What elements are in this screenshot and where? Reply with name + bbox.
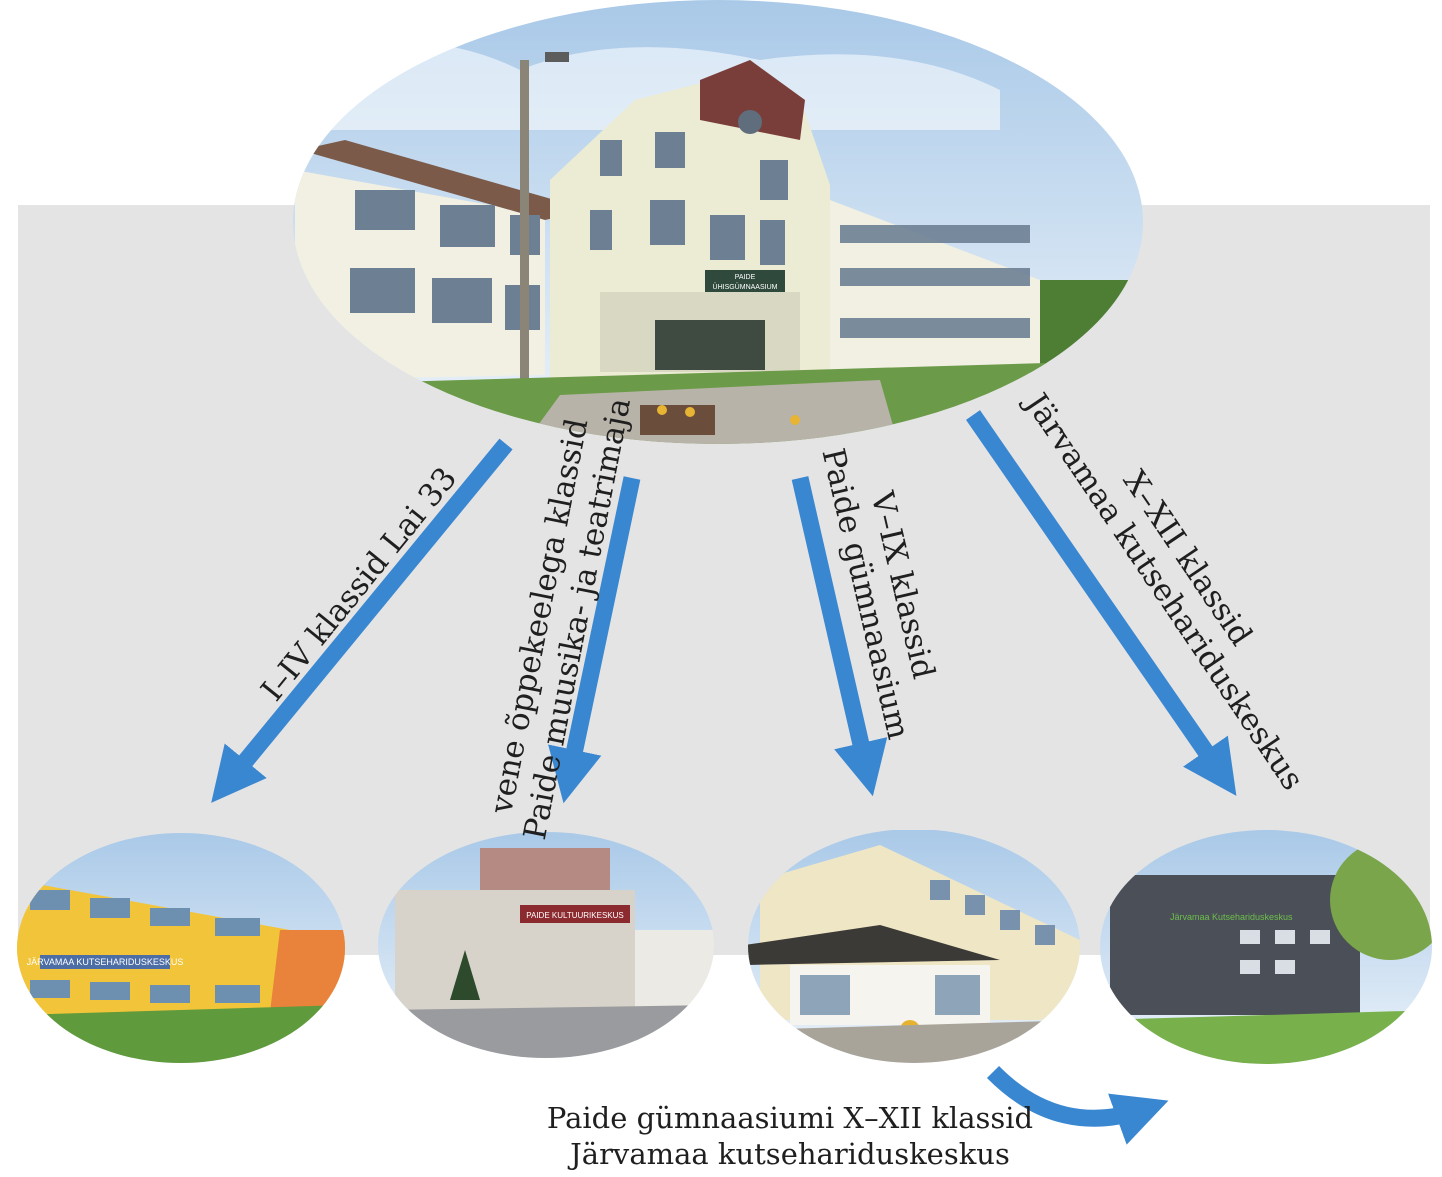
branch-photo-lai33: JÄRVAMAA KUTSEHARIDUSKESKUS [17, 833, 345, 1063]
photo-sign-lai33: JÄRVAMAA KUTSEHARIDUSKESKUS [27, 957, 184, 967]
branch-photo-gymnaasium [748, 830, 1080, 1063]
building-sign-line2: ÜHISGÜMNAASIUM [713, 283, 778, 291]
bottom-caption: Paide gümnaasiumi X–XII klassid Järvamaa… [500, 1100, 1080, 1172]
bottom-caption-line2: Järvamaa kutsehariduskeskus [570, 1137, 1010, 1171]
main-school-photo: PAIDE ÜHISGÜMNAASIUM [293, 0, 1143, 444]
photo-sign-kutsekeskus: Järvamaa Kutsehariduskeskus [1170, 912, 1293, 922]
bottom-caption-line1: Paide gümnaasiumi X–XII klassid [546, 1101, 1034, 1135]
photo-sign-teatrimaja: PAIDE KULTUURIKESKUS [526, 911, 624, 920]
branch-photo-kutsekeskus: Järvamaa Kutsehariduskeskus [1100, 830, 1432, 1064]
building-sign-line1: PAIDE [735, 274, 756, 281]
arrow-to-teatrimaja [548, 476, 641, 804]
arrow-to-lai33 [211, 438, 513, 803]
arrow-to-kutsekeskus [966, 410, 1237, 796]
arrow-gymnaasium-to-kutsekeskus [986, 1065, 1169, 1145]
branch-photo-teatrimaja: PAIDE KULTUURIKESKUS [378, 832, 714, 1058]
arrow-to-gymnaasium [791, 476, 888, 797]
